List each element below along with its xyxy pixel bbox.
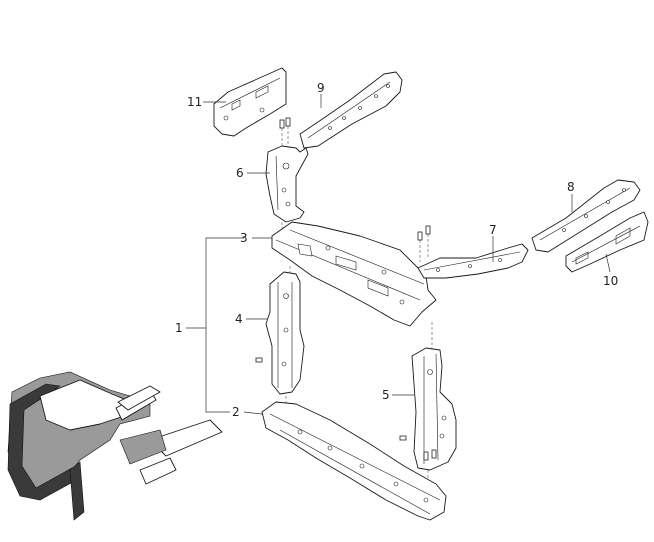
part-4-pillar[interactable] [255, 271, 305, 395]
callout-4: 4 [235, 312, 243, 326]
part-5-pillar[interactable] [399, 347, 457, 471]
vehicle-front-structure [7, 371, 223, 521]
part-7-bracket[interactable] [417, 243, 529, 279]
callout-8: 8 [567, 180, 575, 194]
callout-6: 6 [236, 166, 244, 180]
part-6-bracket[interactable] [265, 145, 309, 223]
part-11-bracket[interactable] [213, 67, 287, 137]
part-2-lower-member[interactable] [261, 401, 447, 521]
bolts-part-6 [279, 117, 291, 156]
callout-1: 1 [175, 321, 183, 335]
leader-lines [186, 94, 611, 415]
part-10-bracket[interactable] [565, 211, 649, 273]
part-8-bracket[interactable] [531, 179, 641, 253]
callout-9: 9 [317, 81, 325, 95]
part-3-upper-member[interactable] [271, 221, 437, 327]
callout-2: 2 [232, 405, 240, 419]
callout-labels: 11 9 6 3 1 4 2 5 7 8 10 [175, 81, 618, 419]
part-9-bracket[interactable] [299, 71, 403, 149]
callout-10: 10 [603, 274, 618, 288]
bolts-part-7 [417, 225, 431, 262]
callout-3: 3 [240, 231, 248, 245]
callout-11: 11 [187, 95, 202, 109]
callout-5: 5 [382, 388, 390, 402]
callout-7: 7 [489, 223, 497, 237]
